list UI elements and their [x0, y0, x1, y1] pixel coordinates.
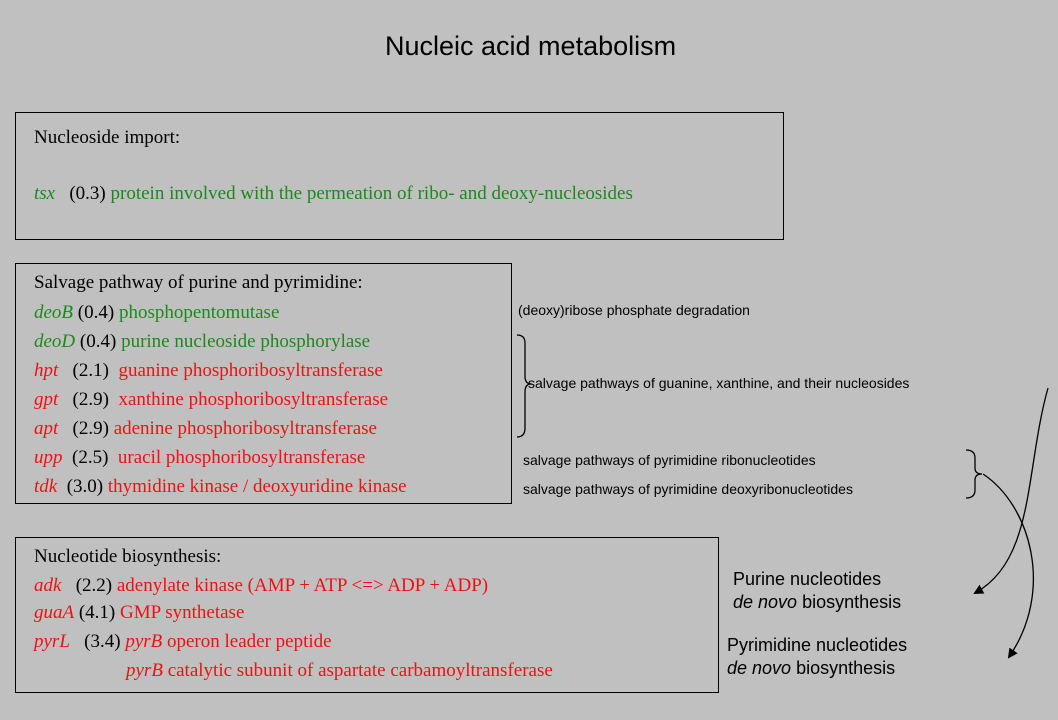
salvage-row: upp (2.5) uracil phosphoribosyltransfera… [34, 447, 365, 469]
gene-name-secondary: pyrB [125, 631, 163, 652]
gene-position: (2.2) [75, 575, 113, 596]
target-purine-line1: Purine nucleotides [733, 569, 882, 589]
annotation-guanine-salvage: salvage pathways of guanine, xanthine, a… [528, 375, 910, 391]
brace-purine-salvage [516, 334, 532, 438]
gene-description: thymidine kinase / deoxyuridine kinase [107, 476, 407, 497]
biosynthesis-row: pyrB catalytic subunit of aspartate carb… [126, 660, 553, 682]
gene-name: deoD [34, 331, 76, 352]
salvage-row: tdk (3.0) thymidine kinase / deoxyuridin… [34, 476, 407, 498]
annotation-pyrimidine-ribo: salvage pathways of pyrimidine ribonucle… [523, 452, 816, 468]
nucleoside-import-box: Nucleoside import: tsx (0.3) protein inv… [15, 112, 784, 240]
gene-description: phosphopentomutase [118, 302, 280, 323]
gene-description: uracil phosphoribosyltransferase [117, 447, 366, 468]
gene-position: (0.4) [77, 302, 115, 323]
gene-name: upp [34, 447, 63, 468]
gene-description: GMP synthetase [120, 602, 245, 623]
gene-description: operon leader peptide [167, 631, 332, 652]
salvage-pathway-box: Salvage pathway of purine and pyrimidine… [15, 263, 512, 504]
gene-position: (2.1) [72, 360, 109, 381]
gene-name: pyrL [34, 631, 70, 652]
gene-description: adenine phosphoribosyltransferase [113, 418, 377, 439]
page-title: Nucleic acid metabolism [385, 31, 677, 61]
gene-description: catalytic subunit of aspartate carbamoyl… [167, 660, 553, 681]
import-row: tsx (0.3) protein involved with the perm… [34, 183, 633, 205]
annotation-pyrimidine-deoxy: salvage pathways of pyrimidine deoxyribo… [523, 481, 853, 497]
salvage-heading: Salvage pathway of purine and pyrimidine… [34, 272, 363, 293]
gene-position: (3.4) [84, 631, 121, 652]
gene-description: guanine phosphoribosyltransferase [118, 360, 383, 381]
import-heading: Nucleoside import: [34, 127, 181, 148]
salvage-row: apt (2.9) adenine phosphoribosyltransfer… [34, 418, 377, 440]
gene-name: tsx [34, 183, 56, 204]
gene-position: (0.4) [79, 331, 117, 352]
salvage-row: hpt (2.1) guanine phosphoribosyltransfer… [34, 360, 383, 382]
gene-description: purine nucleoside phosphorylase [121, 331, 371, 352]
gene-name: tdk [34, 476, 58, 497]
biosynthesis-row: pyrL (3.4) pyrB operon leader peptide [34, 631, 332, 653]
target-pyrimidine: Pyrimidine nucleotides de novo biosynthe… [727, 634, 907, 680]
arrow-to-purine [973, 387, 1049, 594]
target-pyrimidine-line2: de novo biosynthesis [727, 658, 896, 678]
brace-pyrimidine-salvage [965, 449, 983, 499]
gene-name: gpt [34, 389, 59, 410]
gene-name: adk [34, 575, 62, 596]
gene-name: hpt [34, 360, 59, 381]
gene-name: guaA [34, 602, 75, 623]
biosynthesis-heading: Nucleotide biosynthesis: [34, 546, 222, 567]
gene-description: xanthine phosphoribosyltransferase [118, 389, 389, 410]
gene-position: (4.1) [78, 602, 116, 623]
target-purine: Purine nucleotides de novo biosynthesis [733, 568, 901, 614]
gene-position: (2.5) [72, 447, 109, 468]
nucleotide-biosynthesis-box: Nucleotide biosynthesis: adk (2.2) adeny… [15, 537, 719, 693]
target-purine-line2: de novo biosynthesis [733, 592, 902, 612]
gene-name-secondary: pyrB [126, 660, 163, 681]
gene-name: deoB [34, 302, 74, 323]
target-pyrimidine-line1: Pyrimidine nucleotides [727, 635, 908, 655]
gene-position: (3.0) [66, 476, 104, 497]
annotation-deoxyribose: (deoxy)ribose phosphate degradation [518, 302, 750, 318]
gene-position: (2.9) [72, 389, 109, 410]
gene-description: adenylate kinase (AMP + ATP <=> ADP + AD… [116, 575, 489, 596]
salvage-row: gpt (2.9) xanthine phosphoribosyltransfe… [34, 389, 388, 411]
salvage-row: deoB (0.4) phosphopentomutase [34, 302, 279, 324]
gene-position: (0.3) [69, 183, 106, 204]
gene-position: (2.9) [72, 418, 109, 439]
gene-name: apt [34, 418, 59, 439]
salvage-row: deoD (0.4) purine nucleoside phosphoryla… [34, 331, 370, 353]
arrow-to-pyrimidine [982, 473, 1035, 659]
gene-description: protein involved with the permeation of … [110, 183, 633, 204]
biosynthesis-row: guaA (4.1) GMP synthetase [34, 602, 244, 624]
biosynthesis-row: adk (2.2) adenylate kinase (AMP + ATP <=… [34, 575, 488, 597]
